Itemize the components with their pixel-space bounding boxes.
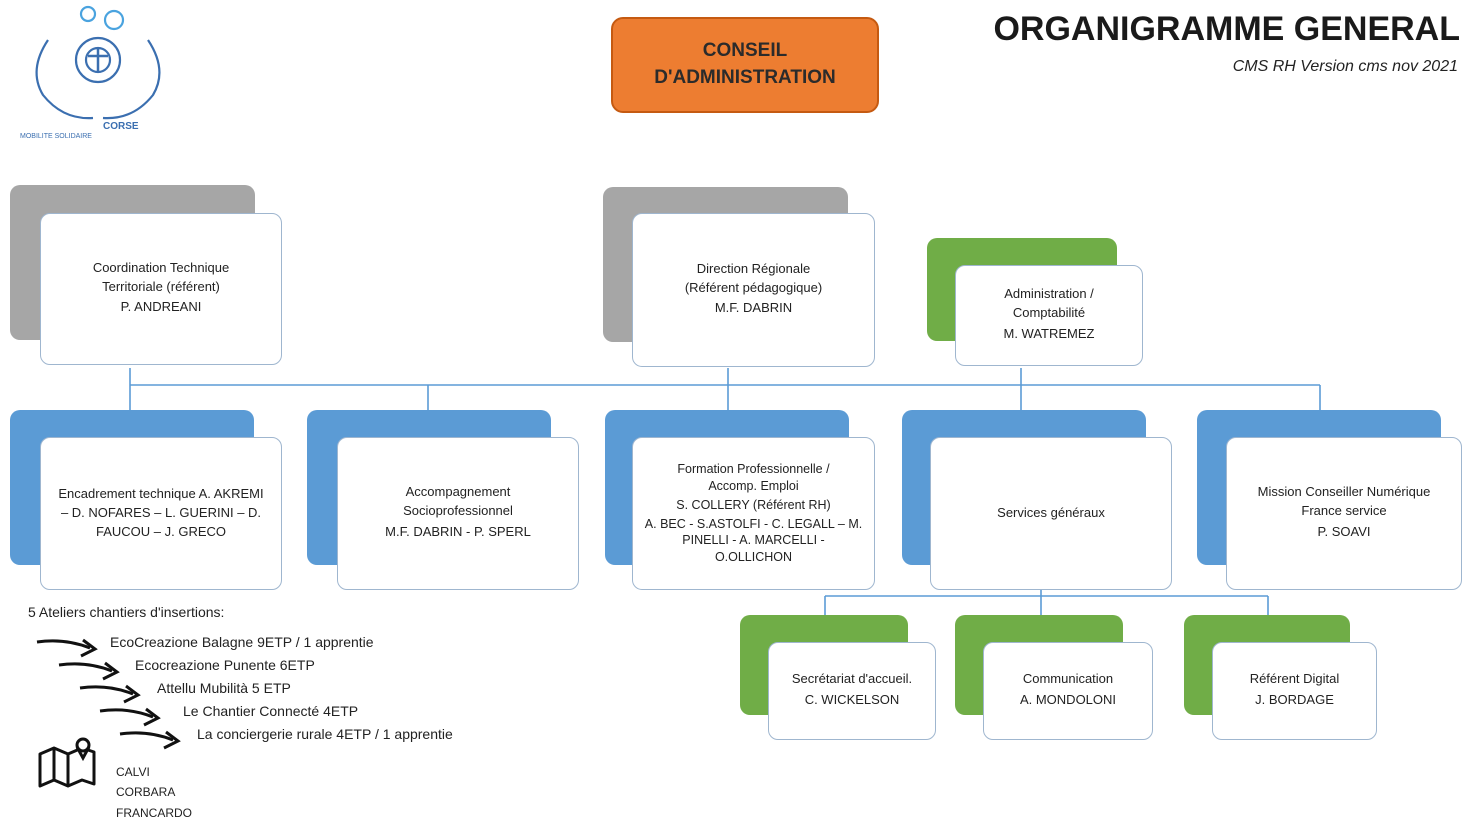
- arrow-icon: [79, 684, 141, 704]
- board-line2: D'ADMINISTRATION: [654, 67, 836, 88]
- card-text: Services généraux: [997, 505, 1105, 521]
- ateliers-heading: 5 Ateliers chantiers d'insertions:: [28, 604, 225, 620]
- card-person: J. BORDAGE: [1255, 692, 1334, 707]
- card-line: Administration /: [1004, 286, 1094, 302]
- card-line: Territoriale (référent): [102, 278, 220, 294]
- card-person: P. ANDREANI: [120, 299, 202, 315]
- card-person: S. COLLERY (Référent RH): [676, 497, 831, 512]
- card-services-generaux: Services généraux: [930, 437, 1172, 590]
- page-subtitle: CMS RH Version cms nov 2021: [1232, 58, 1458, 75]
- card-encadrement-technique: Encadrement technique A. AKREMI – D. NOF…: [40, 437, 282, 590]
- card-person: A. MONDOLONI: [1019, 692, 1117, 707]
- card-formation-professionnelle: Formation Professionnelle / Accomp. Empl…: [632, 437, 875, 590]
- card-line: Comptabilité: [1012, 305, 1086, 321]
- atelier-item: EcoCreazione Balagne 9ETP / 1 apprentie: [110, 634, 374, 650]
- card-text: Encadrement technique A. AKREMI – D. NOF…: [58, 486, 264, 539]
- card-referent-digital: Référent Digital J. BORDAGE: [1212, 642, 1377, 740]
- arrow-icon: [36, 638, 98, 658]
- location-item: CORBARA: [116, 785, 176, 800]
- arrow-icon: [119, 730, 181, 750]
- arrow-icon: [99, 707, 161, 727]
- page-title: ORGANIGRAMME GENERAL: [993, 10, 1460, 48]
- logo-text-mobilite: MOBILITE SOLIDAIRE: [20, 133, 92, 140]
- card-accompagnement: Accompagnement Socioprofessionnel M.F. D…: [337, 437, 579, 590]
- card-mission-numerique: Mission Conseiller Numérique France serv…: [1226, 437, 1462, 590]
- card-line: Référent Digital: [1249, 671, 1340, 687]
- logo-text-corse: CORSE: [103, 121, 139, 132]
- card-line: Direction Régionale: [696, 260, 811, 276]
- card-line: Coordination Technique: [92, 259, 230, 275]
- card-line: Accompagnement: [405, 484, 511, 500]
- card-coordination-technique: Coordination Technique Territoriale (réf…: [40, 213, 282, 365]
- atelier-item: La conciergerie rurale 4ETP / 1 apprenti…: [197, 726, 453, 742]
- card-line: Socioprofessionnel: [403, 503, 513, 519]
- card-communication: Communication A. MONDOLONI: [983, 642, 1153, 740]
- card-line: Mission Conseiller Numérique: [1257, 484, 1431, 500]
- board-line1: CONSEIL: [702, 40, 788, 62]
- atelier-item: Attellu Mubilità 5 ETP: [157, 680, 291, 696]
- card-line: France service: [1301, 503, 1387, 519]
- arrow-icon: [58, 661, 120, 681]
- map-pin-icon: [38, 737, 96, 788]
- card-secretariat: Secrétariat d'accueil. C. WICKELSON: [768, 642, 936, 740]
- card-line: Accomp. Emploi: [708, 478, 799, 493]
- card-person: M.F. DABRIN: [714, 300, 793, 316]
- card-person: P. SOAVI: [1317, 523, 1371, 539]
- card-direction-regionale: Direction Régionale (Référent pédagogiqu…: [632, 213, 875, 367]
- locations-list: CALVI CORBARA FRANCARDO: [116, 762, 192, 823]
- board-box: CONSEIL D'ADMINISTRATION: [611, 17, 879, 113]
- card-line: Formation Professionnelle /: [677, 461, 830, 476]
- logo: CORSE MOBILITE SOLIDAIRE: [18, 0, 168, 150]
- card-administration: Administration / Comptabilité M. WATREME…: [955, 265, 1143, 366]
- card-person: M.F. DABRIN - P. SPERL: [385, 523, 531, 539]
- card-line: Communication: [1022, 671, 1114, 687]
- card-person: C. WICKELSON: [804, 692, 900, 707]
- card-person: A. BEC - S.ASTOLFI - C. LEGALL – M. PINE…: [644, 516, 863, 565]
- atelier-item: Le Chantier Connecté 4ETP: [183, 703, 359, 719]
- logo-icon: CORSE MOBILITE SOLIDAIRE: [20, 5, 161, 140]
- card-person: M. WATREMEZ: [1003, 325, 1095, 341]
- card-line: (Référent pédagogique): [684, 279, 823, 295]
- atelier-item: Ecocreazione Punente 6ETP: [135, 657, 315, 673]
- card-line: Secrétariat d'accueil.: [791, 671, 913, 687]
- location-item: FRANCARDO: [116, 805, 193, 820]
- location-item: CALVI: [116, 765, 150, 779]
